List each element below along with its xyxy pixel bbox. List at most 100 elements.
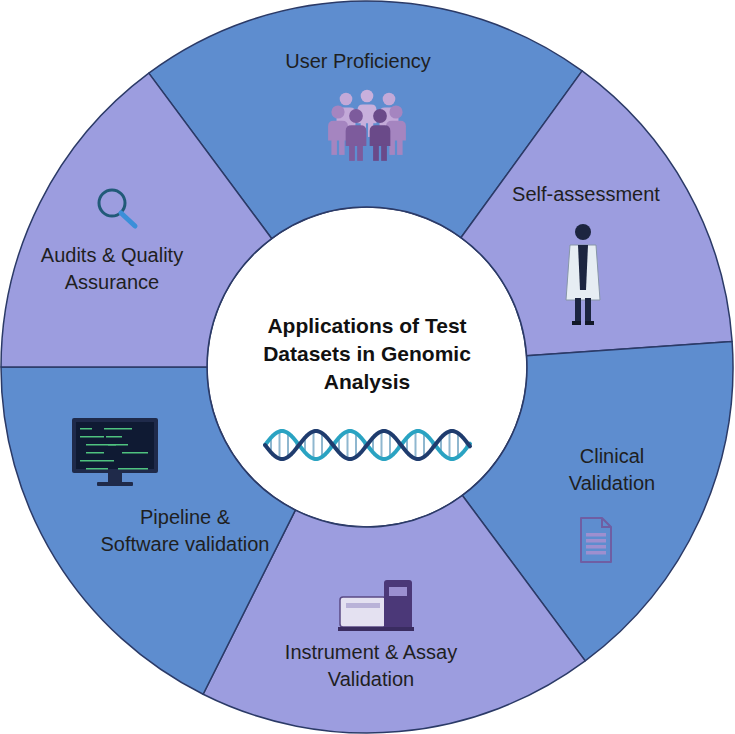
people-group-icon-part bbox=[357, 145, 363, 161]
scientist-icon-part bbox=[578, 245, 588, 290]
monitor-icon-part bbox=[108, 444, 128, 446]
segment-label: User Proficiency bbox=[248, 48, 468, 75]
scientist-icon-part bbox=[585, 321, 594, 325]
document-icon bbox=[581, 518, 611, 562]
people-group-icon-part bbox=[370, 125, 391, 146]
dna-helix-icon-part bbox=[330, 442, 332, 448]
people-group-icon-part bbox=[383, 93, 396, 106]
people-group-icon-part bbox=[361, 90, 374, 103]
people-group-icon-part bbox=[340, 125, 345, 140]
dna-helix-icon-part bbox=[287, 433, 289, 457]
segment-band: Pipeline & Software validation bbox=[0, 365, 298, 697]
diagram-title: Applications of Test Datasets in Genomic… bbox=[242, 312, 492, 396]
sequencer-icon-part bbox=[389, 587, 407, 596]
people-group-icon-part bbox=[349, 145, 355, 161]
dna-helix-icon-part bbox=[415, 431, 417, 458]
people-group-icon-part bbox=[340, 93, 353, 106]
monitor-icon-part bbox=[118, 468, 148, 470]
dna-helix-icon-part bbox=[279, 431, 281, 458]
people-group-icon bbox=[328, 90, 406, 161]
people-group-icon-part bbox=[397, 140, 403, 155]
segment-label: Pipeline & Software validation bbox=[98, 504, 272, 558]
dna-helix-icon-part bbox=[347, 431, 349, 458]
node-outline bbox=[459, 68, 735, 358]
segment-shape bbox=[461, 71, 732, 356]
document-icon-part bbox=[581, 518, 611, 562]
monitor-icon-part bbox=[72, 418, 158, 473]
segment-shape bbox=[1, 73, 272, 367]
people-group-icon-part bbox=[386, 121, 406, 141]
monitor-icon-part bbox=[122, 452, 148, 454]
monitor-icon bbox=[72, 418, 158, 486]
people-group-icon-part bbox=[358, 104, 377, 123]
monitor-icon-part bbox=[76, 422, 154, 469]
segment-label: Clinical Validation bbox=[552, 443, 672, 497]
dna-helix-icon-part bbox=[440, 438, 442, 453]
people-group-icon-part bbox=[373, 109, 387, 123]
magnifier-icon-part bbox=[121, 213, 135, 226]
people-group-icon-part bbox=[331, 105, 344, 118]
sequencer-icon-part bbox=[338, 627, 414, 631]
people-group-icon-part bbox=[368, 122, 373, 137]
dna-helix-icon-part bbox=[321, 433, 323, 457]
dna-helix-icon bbox=[265, 431, 470, 459]
people-group-icon-part bbox=[331, 140, 337, 155]
dna-helix-icon-part bbox=[466, 442, 468, 448]
monitor-icon-part bbox=[108, 473, 122, 482]
people-group-icon-part bbox=[347, 125, 352, 140]
node-outline bbox=[0, 365, 298, 697]
people-group-icon-part bbox=[373, 145, 379, 161]
sequencer-icon bbox=[338, 580, 414, 631]
dna-helix-icon-part bbox=[364, 442, 366, 448]
segment-band: Audits & Quality Assurance bbox=[0, 71, 274, 370]
dna-helix-icon-part bbox=[296, 442, 298, 448]
dna-helix-icon-part bbox=[313, 431, 315, 458]
segment-label: Audits & Quality Assurance bbox=[27, 242, 197, 296]
monitor-icon-part bbox=[97, 482, 133, 486]
dna-helix-icon-part bbox=[338, 438, 340, 453]
center-circle-shape bbox=[207, 207, 527, 527]
people-group-icon-part bbox=[381, 145, 387, 161]
scientist-icon-part bbox=[585, 298, 591, 322]
magnifier-icon-part bbox=[99, 190, 125, 216]
scientist-icon-part bbox=[566, 245, 600, 300]
people-group-icon-part bbox=[349, 109, 363, 123]
node-outline bbox=[0, 71, 274, 370]
scientist-icon-part bbox=[572, 321, 581, 325]
people-group-icon-part bbox=[361, 122, 366, 137]
sequencer-icon-part bbox=[346, 603, 380, 608]
scientist-icon-part bbox=[575, 224, 591, 240]
scientist-icon bbox=[566, 224, 600, 325]
dna-helix-icon-part bbox=[398, 442, 400, 448]
segment-shape bbox=[1, 367, 295, 694]
dna-helix-icon-part bbox=[449, 431, 451, 458]
document-icon-part bbox=[602, 518, 611, 527]
monitor-icon-part bbox=[86, 468, 108, 470]
document-icon-part bbox=[586, 545, 606, 549]
people-group-icon-part bbox=[380, 107, 399, 126]
dna-helix-icon-part bbox=[406, 438, 408, 453]
segment-band: Self-assessment bbox=[459, 68, 735, 358]
dna-helix-icon-part bbox=[457, 433, 459, 457]
dna-helix-icon-part bbox=[265, 431, 470, 459]
scientist-icon-part bbox=[575, 298, 581, 322]
dna-helix-icon-part bbox=[304, 438, 306, 453]
people-group-icon-part bbox=[383, 125, 388, 140]
monitor-icon-part bbox=[80, 436, 104, 438]
sequencer-icon-part bbox=[384, 580, 412, 630]
monitor-icon-part bbox=[80, 428, 92, 430]
monitor-icon-part bbox=[80, 460, 114, 462]
dna-helix-icon-part bbox=[423, 433, 425, 457]
document-icon-part bbox=[586, 533, 606, 537]
people-group-icon-part bbox=[389, 140, 395, 155]
dna-helix-icon-part bbox=[389, 433, 391, 457]
monitor-icon-part bbox=[104, 428, 132, 430]
people-group-icon-part bbox=[389, 105, 402, 118]
monitor-icon-part bbox=[86, 452, 104, 454]
document-icon-part bbox=[586, 551, 606, 555]
segment-label: Self-assessment bbox=[486, 181, 686, 208]
monitor-icon-part bbox=[106, 436, 122, 438]
dna-helix-icon-part bbox=[432, 442, 434, 448]
people-group-icon-part bbox=[339, 140, 345, 155]
